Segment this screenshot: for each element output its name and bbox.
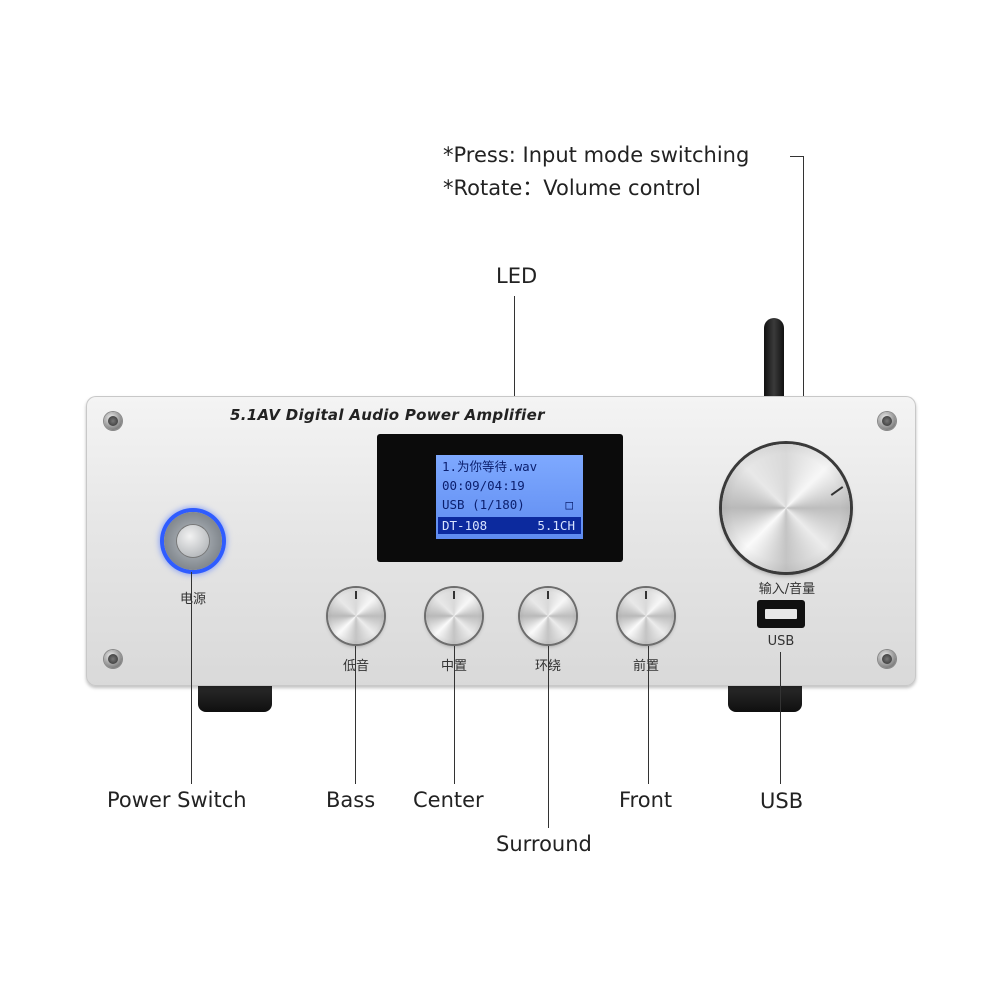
power-switch-callout: Power Switch	[107, 788, 247, 812]
antenna	[764, 318, 784, 400]
bass-knob-indicator	[355, 591, 357, 599]
volume-knob-indicator	[830, 486, 844, 496]
bass-panel-label: 低音	[326, 655, 386, 674]
usb-callout: USB	[760, 789, 804, 813]
knob-callout-line-v	[803, 156, 804, 470]
usb-callout-line	[780, 652, 781, 784]
bass-knob[interactable]	[328, 588, 384, 644]
center-knob-indicator	[453, 591, 455, 599]
bass-callout: Bass	[326, 788, 376, 812]
front-panel-label: 前置	[632, 659, 659, 674]
center-callout: Center	[413, 788, 484, 812]
right-foot	[728, 686, 802, 712]
center-panel-label: 中置	[424, 655, 484, 674]
lcd-source-icon: □	[565, 497, 573, 512]
lcd-channel-text: 5.1CH	[537, 518, 575, 533]
surround-knob-indicator	[547, 591, 549, 599]
bass-callout-line	[355, 646, 356, 784]
left-foot	[198, 686, 272, 712]
screw-bottom-right	[878, 650, 896, 668]
led-callout: LED	[496, 264, 538, 288]
lcd-source-line: USB (1/180) □	[442, 496, 579, 513]
power-label: 电源	[179, 592, 206, 607]
lcd-model-text: DT-108	[442, 518, 488, 533]
screw-bottom-left	[104, 650, 122, 668]
lcd-status-line: DT-108 5.1CH	[438, 517, 581, 534]
knob-press-callout: *Press: Input mode switching	[443, 143, 750, 167]
surround-callout-line	[548, 646, 549, 828]
screw-top-right	[878, 412, 896, 430]
center-callout-line	[454, 646, 455, 784]
front-knob[interactable]	[618, 588, 674, 644]
led-callout-line	[514, 296, 515, 482]
knob-callout-line-h	[790, 156, 804, 157]
volume-label: 输入/音量	[758, 582, 816, 597]
surround-knob[interactable]	[520, 588, 576, 644]
lcd-track-line: 1.为你等待.wav	[442, 459, 538, 474]
screw-top-left	[104, 412, 122, 430]
usb-port[interactable]	[757, 600, 805, 628]
product-title: 5.1AV Digital Audio Power Amplifier	[230, 406, 545, 424]
front-knob-indicator	[645, 591, 647, 599]
usb-panel-label: USB	[767, 634, 795, 649]
lcd-screen: 1.为你等待.wav 00:09/04:19 USB (1/180) □ DT-…	[436, 455, 583, 539]
center-knob[interactable]	[426, 588, 482, 644]
lcd-source-text: USB (1/180)	[442, 497, 525, 512]
volume-knob[interactable]	[722, 444, 850, 572]
surround-callout: Surround	[496, 832, 592, 856]
front-callout: Front	[619, 788, 673, 812]
front-callout-line	[648, 646, 649, 784]
power-callout-line	[191, 572, 192, 784]
lcd-time-line: 00:09/04:19	[442, 478, 525, 493]
knob-rotate-callout: *Rotate：Volume control	[443, 176, 701, 200]
surround-panel-label: 环绕	[518, 655, 578, 674]
power-button[interactable]	[164, 512, 222, 570]
